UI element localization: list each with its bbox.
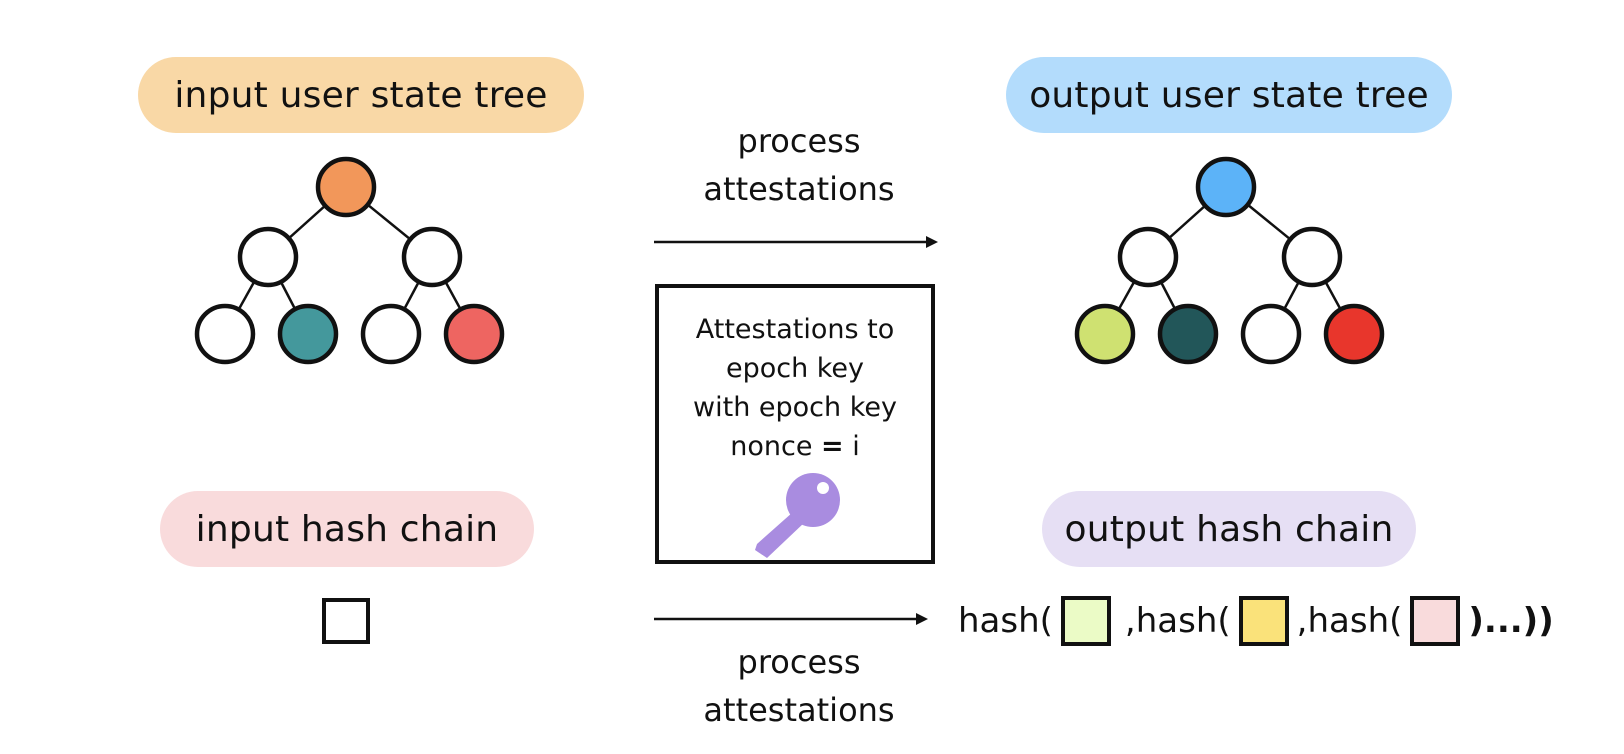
input-tree-inner-node-2 [401,226,463,288]
input-user-state-tree-label: input user state tree [138,57,584,133]
attestation-text: Attestations to epoch key with epoch key… [659,310,931,466]
output-tree-inner-node-2 [1281,226,1343,288]
top-process-arrow [654,236,938,248]
process-attestations-bottom-label: process attestations [694,638,904,734]
output-tree-leaf-node-3 [1240,303,1302,365]
nonce-suffix: i [843,431,860,462]
hash-input-box-2 [1238,596,1289,646]
nonce-prefix: nonce [730,431,822,462]
attestation-box: Attestations to epoch key with epoch key… [655,284,935,564]
hash-call-1: hash( [958,601,1053,641]
attestation-line1: Attestations to [695,314,895,345]
output-tree-leaf-node-4 [1323,303,1385,365]
hash-input-box-3 [1410,596,1461,646]
attestation-line4: nonce = i [659,427,931,466]
hash-text-1: hash( [958,601,1053,641]
hash-text-2: hash( [1135,601,1231,641]
nonce-equals: = [821,431,844,462]
output-tree-root-node [1195,156,1257,218]
attestation-line2: epoch key [725,353,865,384]
key-icon [755,473,840,558]
input-tree-root-node [315,156,377,218]
input-user-state-tree [194,156,505,365]
hash-text-3: hash( [1307,601,1403,641]
process-bottom-line2: attestations [703,691,895,729]
input-tree-inner-node-1 [237,226,299,288]
output-user-state-tree [1074,156,1385,365]
input-tree-leaf-node-4 [443,303,505,365]
output-hash-chain-label: output hash chain [1042,491,1416,567]
output-user-state-tree-label: output user state tree [1006,57,1452,133]
output-tree-inner-node-1 [1117,226,1179,288]
separator-1: , [1124,601,1136,641]
process-top-line2: attestations [703,170,895,208]
input-tree-leaf-node-1 [194,303,256,365]
input-hash-chain-box [322,598,370,644]
hash-tail: )...)) [1468,601,1554,641]
separator-2: , [1296,601,1308,641]
process-attestations-top-label: process attestations [694,117,904,213]
process-top-line1: process [737,122,861,160]
process-bottom-line1: process [737,643,861,681]
hash-input-box-1 [1060,596,1111,646]
input-tree-leaf-node-2 [277,303,339,365]
output-hash-chain-expression: hash( , hash( , hash( )...)) [958,596,1554,646]
output-tree-leaf-node-1 [1074,303,1136,365]
output-tree-leaf-node-2 [1157,303,1219,365]
input-hash-chain-label: input hash chain [160,491,534,567]
bottom-process-arrow [654,613,928,625]
input-tree-leaf-node-3 [360,303,422,365]
attestation-line3: with epoch key [693,392,897,423]
